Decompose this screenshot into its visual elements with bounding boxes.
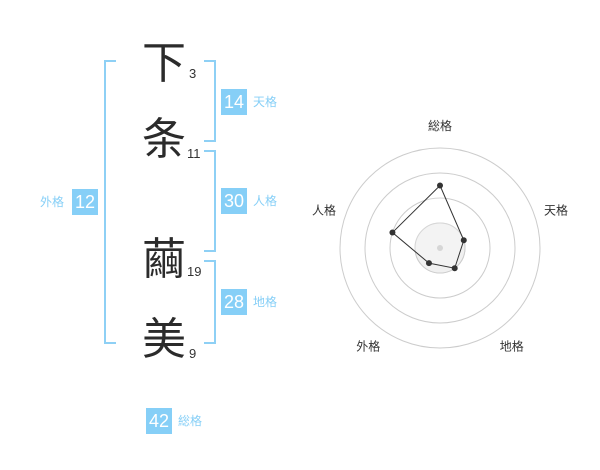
jinkaku-value: 30: [221, 188, 247, 214]
radar-point-4: [425, 260, 432, 267]
radar-axis-label-5: 人格: [312, 202, 336, 217]
radar-point-3: [451, 265, 458, 272]
tenkaku-bracket: [204, 60, 216, 142]
chikaku-bracket: [204, 260, 216, 344]
stroke-count-3: 19: [187, 264, 202, 279]
chikaku-label: 地格: [253, 295, 278, 309]
name-char-4: 美: [142, 314, 186, 365]
soukaku-label: 総格: [178, 414, 203, 428]
jinkaku-label: 人格: [253, 194, 278, 208]
radar-ring: [389, 197, 491, 299]
radar-series-polygon: [391, 184, 465, 269]
tenkaku-value: 14: [221, 89, 247, 115]
radar-axis-label-1: 総格: [428, 118, 452, 133]
gaikaku-bracket: [104, 60, 116, 344]
jinkaku-bracket: [204, 150, 216, 252]
soukaku-value: 42: [146, 408, 172, 434]
gaikaku-label: 外格: [40, 195, 65, 209]
name-char-2: 条: [142, 114, 186, 165]
radar-axis-label-3: 地格: [500, 339, 524, 354]
name-char-3: 繭: [142, 234, 186, 285]
stroke-count-2: 11: [187, 146, 201, 161]
radar-center-dot: [437, 245, 443, 251]
stroke-count-1: 3: [189, 66, 197, 81]
radar-axis-label-4: 外格: [356, 339, 380, 354]
radar-point-1: [437, 182, 443, 189]
radar-point-5: [389, 229, 396, 236]
tenkaku-label: 天格: [253, 95, 278, 109]
chikaku-value: 28: [221, 289, 247, 315]
radar-ring: [364, 172, 516, 324]
radar-ring: [339, 147, 541, 349]
radar-point-2: [460, 237, 467, 244]
radar-axis-label-2: 天格: [544, 202, 568, 217]
gaikaku-value: 12: [72, 189, 98, 215]
name-char-1: 下: [142, 38, 186, 89]
stroke-count-4: 9: [189, 346, 197, 361]
